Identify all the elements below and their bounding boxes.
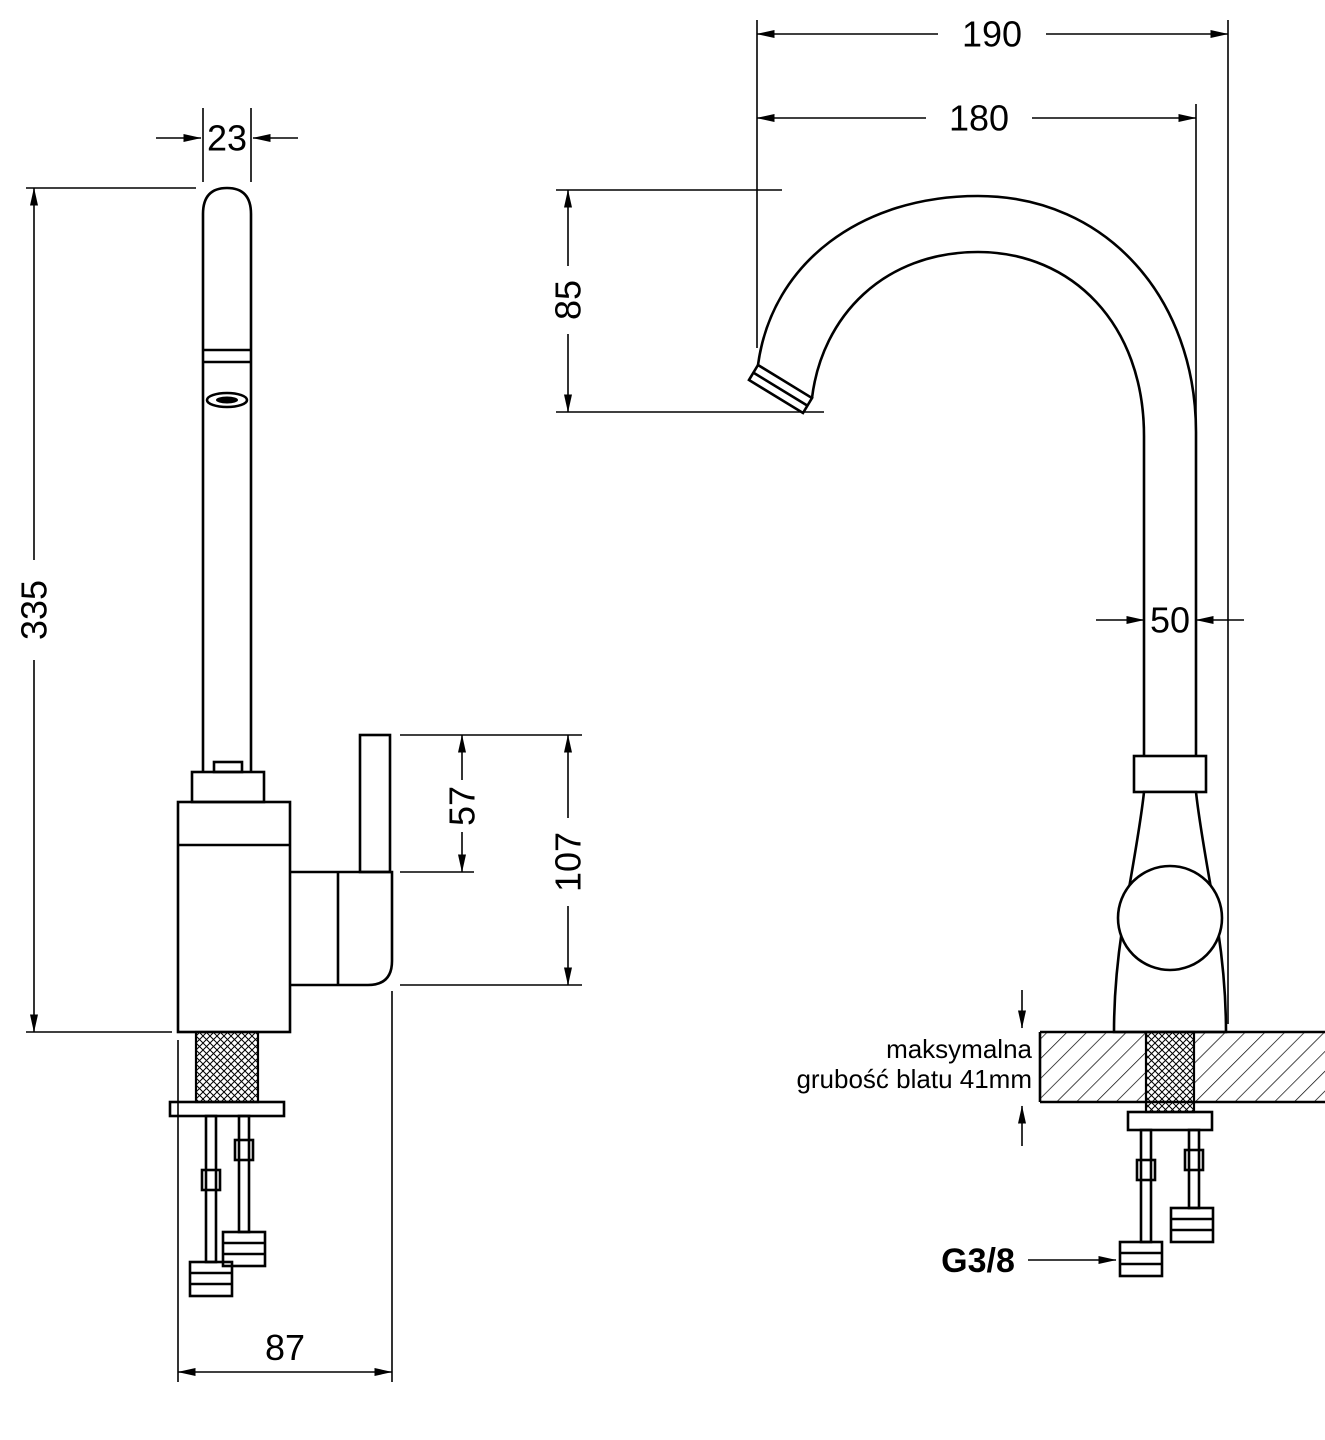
dim-label-spout-width: 23: [207, 118, 247, 159]
connection-thread-label: G3/8: [941, 1242, 1015, 1280]
front-mounting-studs: [1118, 1128, 1215, 1278]
front-threaded-shank: [1126, 1030, 1214, 1132]
dimension-spout-reach: 180: [756, 98, 1197, 426]
faucet-front-view: 190 180 85 50 maksymalna grub: [548, 14, 1325, 1280]
faucet-side-view: 23 335 57 107: [14, 108, 589, 1382]
dimension-lever-height: 57: [400, 734, 582, 873]
dim-label-column-width: 50: [1150, 600, 1190, 641]
side-spout-pipe: [201, 186, 253, 772]
side-aerator-icon: [205, 391, 249, 409]
side-handle-lever: [290, 733, 394, 987]
dimension-head-height: 107: [400, 734, 589, 986]
dim-label-head-height: 107: [548, 832, 589, 892]
front-handle-knob: [1116, 864, 1224, 972]
dimension-column-width: 50: [1096, 600, 1244, 641]
side-threaded-shank: [168, 1030, 286, 1118]
side-mounting-studs: [188, 1114, 267, 1298]
front-body: [1112, 754, 1228, 1034]
dim-label-lever-height: 57: [442, 786, 483, 826]
countertop-thickness-note: maksymalna grubość blatu 41mm: [796, 990, 1033, 1146]
dimension-total-height: 335: [14, 187, 196, 1033]
dim-label-base-depth: 87: [265, 1327, 305, 1368]
dim-label-spout-clearance: 85: [548, 280, 589, 320]
front-gooseneck-spout: [747, 194, 1198, 756]
countertop-note-line2: grubość blatu 41mm: [796, 1064, 1032, 1094]
dim-label-total-height: 335: [14, 580, 55, 640]
dim-label-overall-width: 190: [962, 14, 1022, 55]
connection-thread-callout: G3/8: [941, 1242, 1117, 1280]
dimension-spout-clearance: 85: [548, 189, 824, 413]
dimension-overall-width: 190: [756, 14, 1229, 1024]
dimension-spout-width: 23: [156, 108, 298, 182]
side-body: [176, 760, 292, 1034]
countertop-note-line1: maksymalna: [886, 1034, 1032, 1064]
dimension-base-depth: 87: [177, 991, 393, 1382]
dim-label-spout-reach: 180: [949, 98, 1009, 139]
